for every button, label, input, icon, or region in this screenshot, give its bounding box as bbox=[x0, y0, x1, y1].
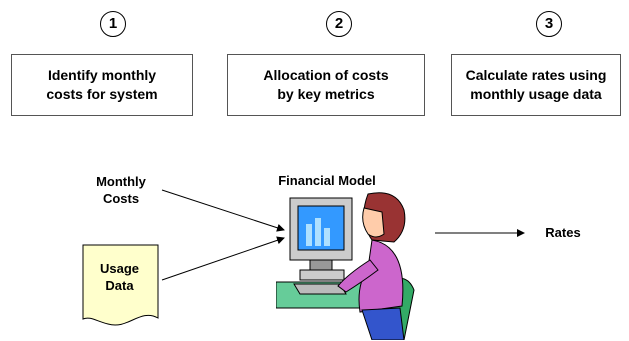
step-1-box: Identify monthly costs for system bbox=[11, 54, 193, 116]
person-at-computer-icon bbox=[276, 192, 415, 340]
financial-model-title: Financial Model bbox=[278, 173, 376, 188]
usage-data-label: Usage Data bbox=[99, 261, 140, 293]
costs-arrow bbox=[161, 189, 285, 232]
usage-data-document-icon bbox=[82, 244, 159, 326]
step-3-box: Calculate rates using monthly usage data bbox=[451, 54, 621, 116]
step-1-number: 1 bbox=[100, 11, 126, 37]
usage-arrow bbox=[161, 236, 285, 281]
rates-label: Rates bbox=[545, 225, 581, 240]
monthly-costs-label: Monthly Costs bbox=[96, 174, 146, 206]
step-2-box: Allocation of costs by key metrics bbox=[227, 54, 425, 116]
step-3-number: 3 bbox=[536, 11, 562, 37]
step-2-number: 2 bbox=[326, 11, 352, 37]
